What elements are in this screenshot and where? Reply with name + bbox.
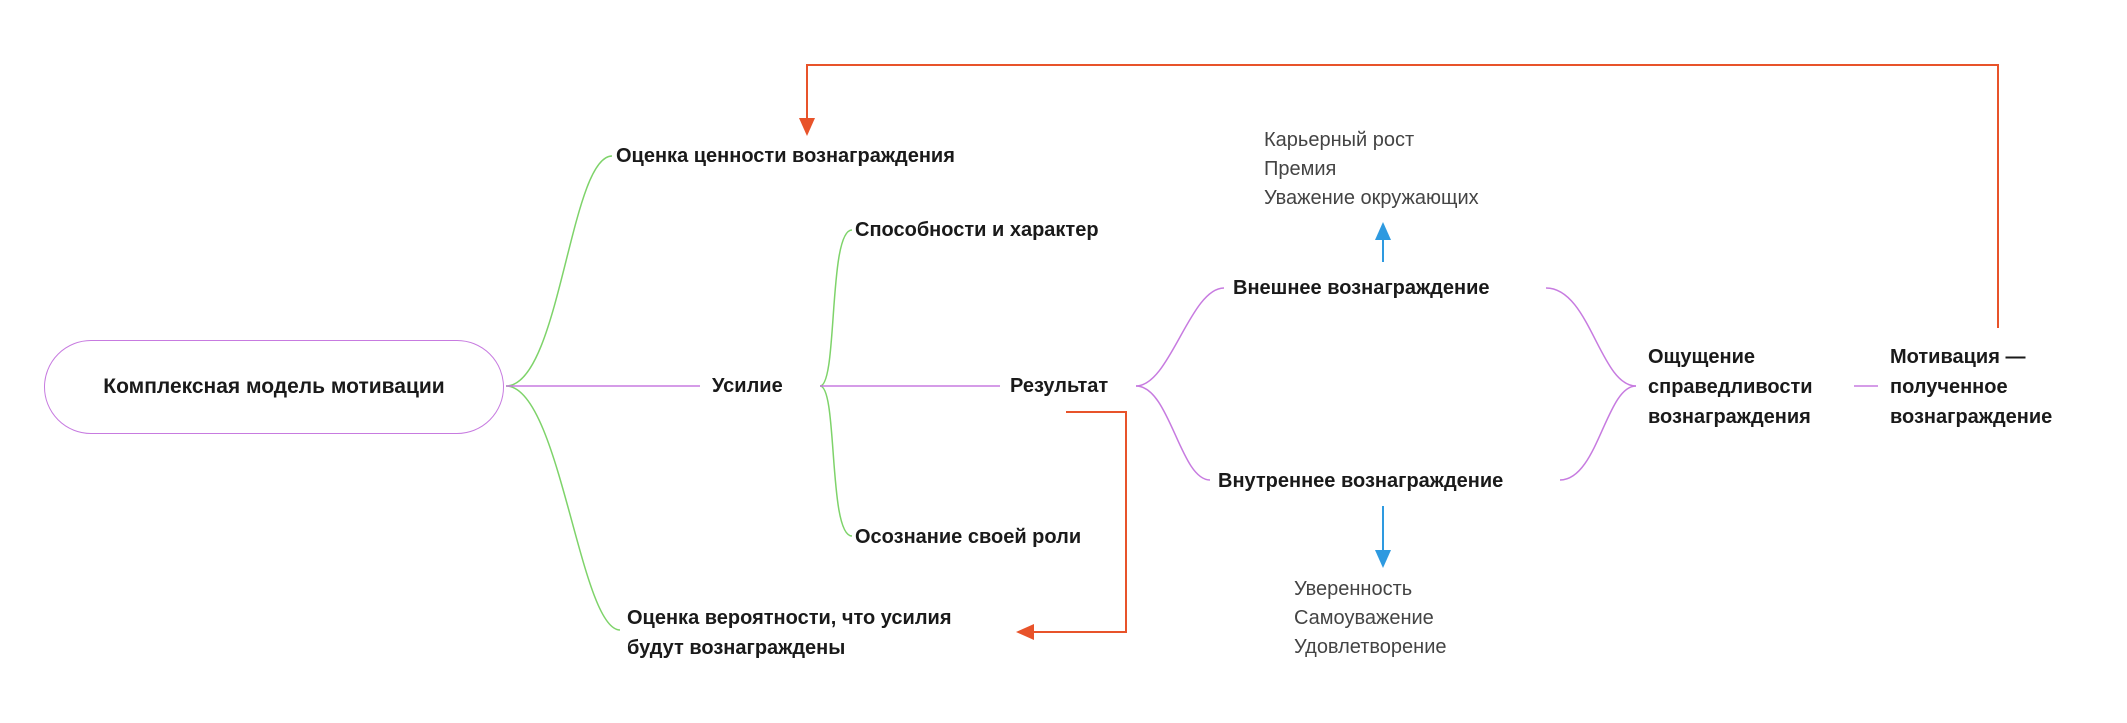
feedback-arrow-to-probability — [1016, 411, 1127, 640]
node-external-reward[interactable]: Внешнее вознаграждение — [1233, 277, 1490, 299]
node-internal-reward[interactable]: Внутреннее вознаграждение — [1218, 470, 1504, 492]
node-abilities[interactable]: Способности и характер — [855, 219, 1099, 241]
list-item: Уверенность — [1294, 578, 1413, 600]
connector-root-to-value — [505, 155, 613, 387]
connector-effort-to-role — [819, 385, 853, 537]
node-value-assessment[interactable]: Оценка ценности вознаграждения — [616, 145, 955, 167]
connector-effort-to-abilities — [819, 229, 853, 387]
connector-external-to-fairness — [1545, 287, 1637, 387]
list-item: Уважение окружающих — [1264, 187, 1479, 209]
node-motivation[interactable]: Мотивация — полученное вознаграждение — [1890, 346, 2053, 428]
connector-internal-to-fairness — [1559, 385, 1637, 481]
node-result[interactable]: Результат — [1010, 375, 1109, 397]
node-probability-assessment[interactable]: Оценка вероятности, что усилия будут воз… — [627, 607, 952, 659]
list-item: Премия — [1264, 158, 1337, 180]
connector-result-to-external — [1135, 287, 1225, 387]
list-item: Самоуважение — [1294, 607, 1434, 629]
connector-result-to-internal — [1135, 385, 1211, 481]
node-effort[interactable]: Усилие — [712, 375, 783, 397]
internal-reward-examples: Уверенность Самоуважение Удовлетворение — [1294, 575, 1447, 662]
external-reward-examples: Карьерный рост Премия Уважение окружающи… — [1264, 126, 1479, 213]
root-node-label: Комплексная модель мотивации — [103, 375, 445, 398]
list-item: Удовлетворение — [1294, 636, 1447, 658]
list-item: Карьерный рост — [1264, 129, 1415, 151]
node-role-awareness[interactable]: Осознание своей роли — [855, 526, 1082, 548]
connector-root-to-probability — [505, 385, 621, 631]
feedback-arrow-to-value — [799, 64, 1999, 328]
root-node[interactable]: Комплексная модель мотивации — [44, 340, 504, 434]
node-fairness[interactable]: Ощущение справедливости вознаграждения — [1648, 346, 1813, 428]
